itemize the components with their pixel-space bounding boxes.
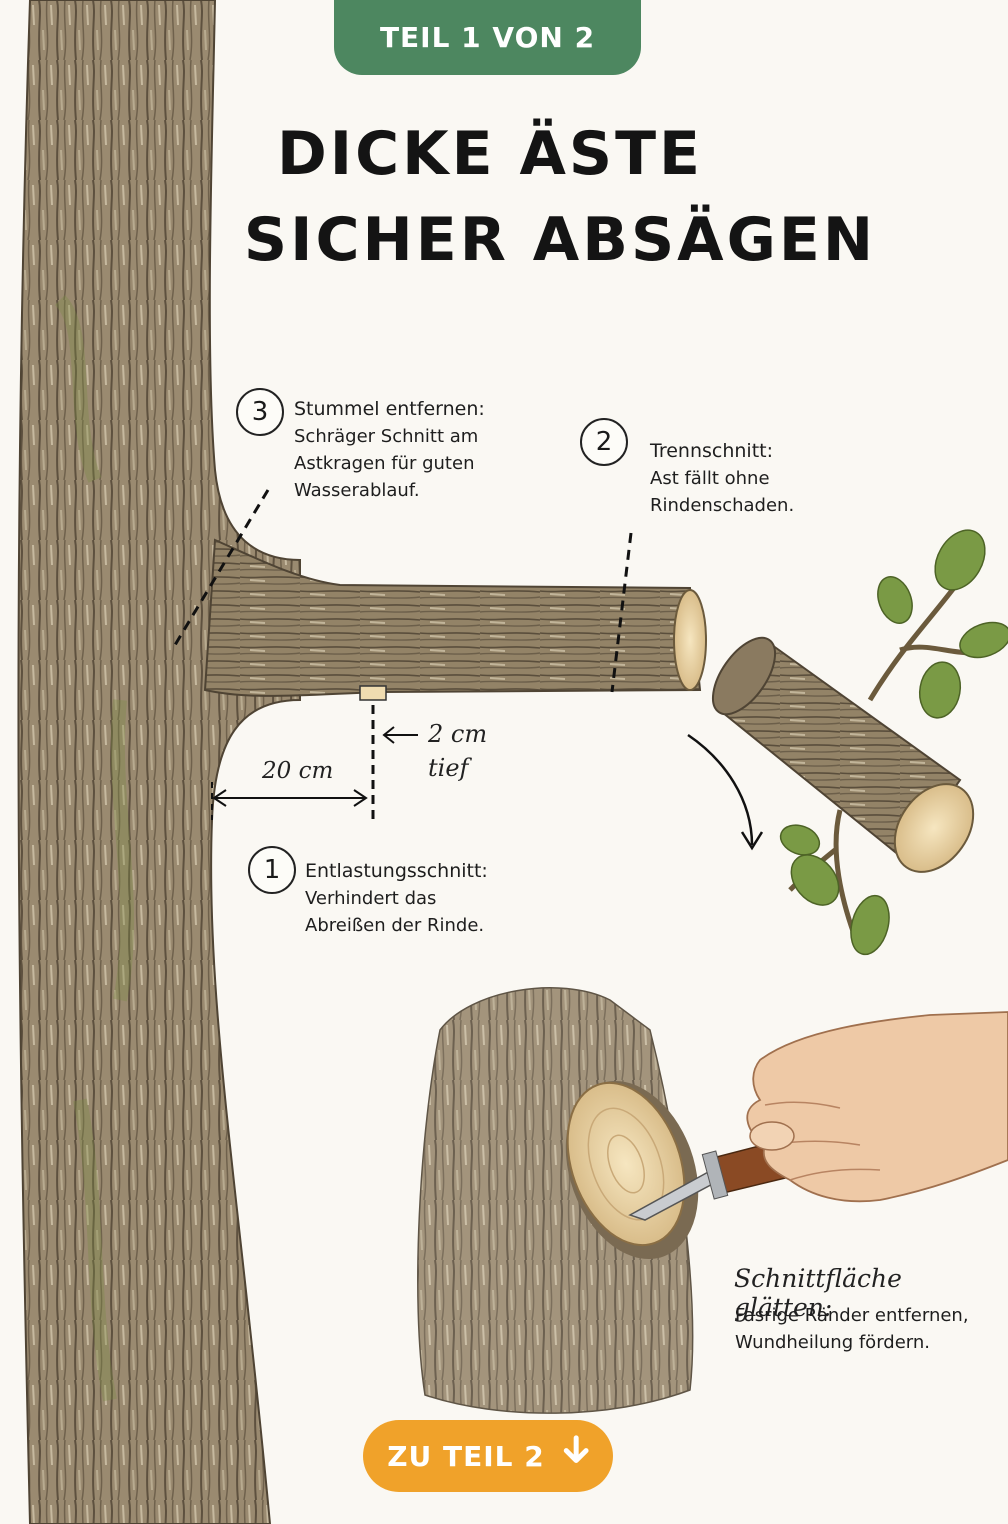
step-2-line: Rindenschaden.	[650, 495, 795, 516]
step-1-line: Verhindert das	[305, 888, 437, 909]
undercut-notch	[359, 685, 387, 701]
step-1-note: Entlastungsschnitt: Verhindert das Abrei…	[305, 858, 488, 939]
finish-line: Fasrige Ränder entfernen,	[735, 1305, 969, 1326]
distance-label: 20 cm	[262, 758, 334, 784]
next-part-button[interactable]: ZU TEIL 2	[363, 1420, 613, 1492]
finish-heading: Schnittfläche glätten:	[734, 1264, 902, 1322]
cut-line-2	[610, 532, 633, 693]
branch-cut-end	[673, 589, 707, 691]
finish-line: Wundheilung fördern.	[735, 1332, 930, 1353]
cut-line-3	[170, 489, 270, 651]
step-3-number: 3	[236, 388, 284, 436]
step-3-line: Astkragen für guten	[294, 453, 475, 474]
page-title-line-1: DICKE ÄSTE	[276, 119, 704, 189]
hand-with-knife	[628, 1011, 1008, 1221]
part-badge: TEIL 1 VON 2	[334, 0, 641, 75]
step-1-line: Abreißen der Rinde.	[305, 915, 485, 936]
next-part-label: ZU TEIL 2	[387, 1439, 545, 1473]
depth-label-line-1: 2 cm	[428, 720, 488, 748]
step-1-heading: Entlastungsschnitt:	[305, 860, 488, 882]
fall-arrow	[687, 733, 764, 851]
step-2-number: 2	[580, 418, 628, 466]
finish-note: Fasrige Ränder entfernen, Wundheilung fö…	[735, 1302, 969, 1356]
falling-branch	[711, 529, 1008, 956]
depth-label-line-2: tief	[428, 754, 469, 782]
tree-trunk	[17, 0, 301, 1524]
step-3-line: Wasserablauf.	[294, 480, 420, 501]
step-3-heading: Stummel entfernen:	[294, 398, 485, 420]
page-title-line-2: SICHER ABSÄGEN	[243, 205, 877, 275]
step-1-number: 1	[248, 846, 296, 894]
step-2-line: Ast fällt ohne	[650, 468, 770, 489]
step-2-heading: Trennschnitt:	[650, 440, 773, 462]
step-2-note: Trennschnitt: Ast fällt ohne Rindenschad…	[650, 438, 794, 519]
step-3-note: Stummel entfernen: Schräger Schnitt am A…	[294, 396, 485, 504]
step-3-line: Schräger Schnitt am	[294, 426, 479, 447]
depth-arrow	[382, 726, 418, 744]
